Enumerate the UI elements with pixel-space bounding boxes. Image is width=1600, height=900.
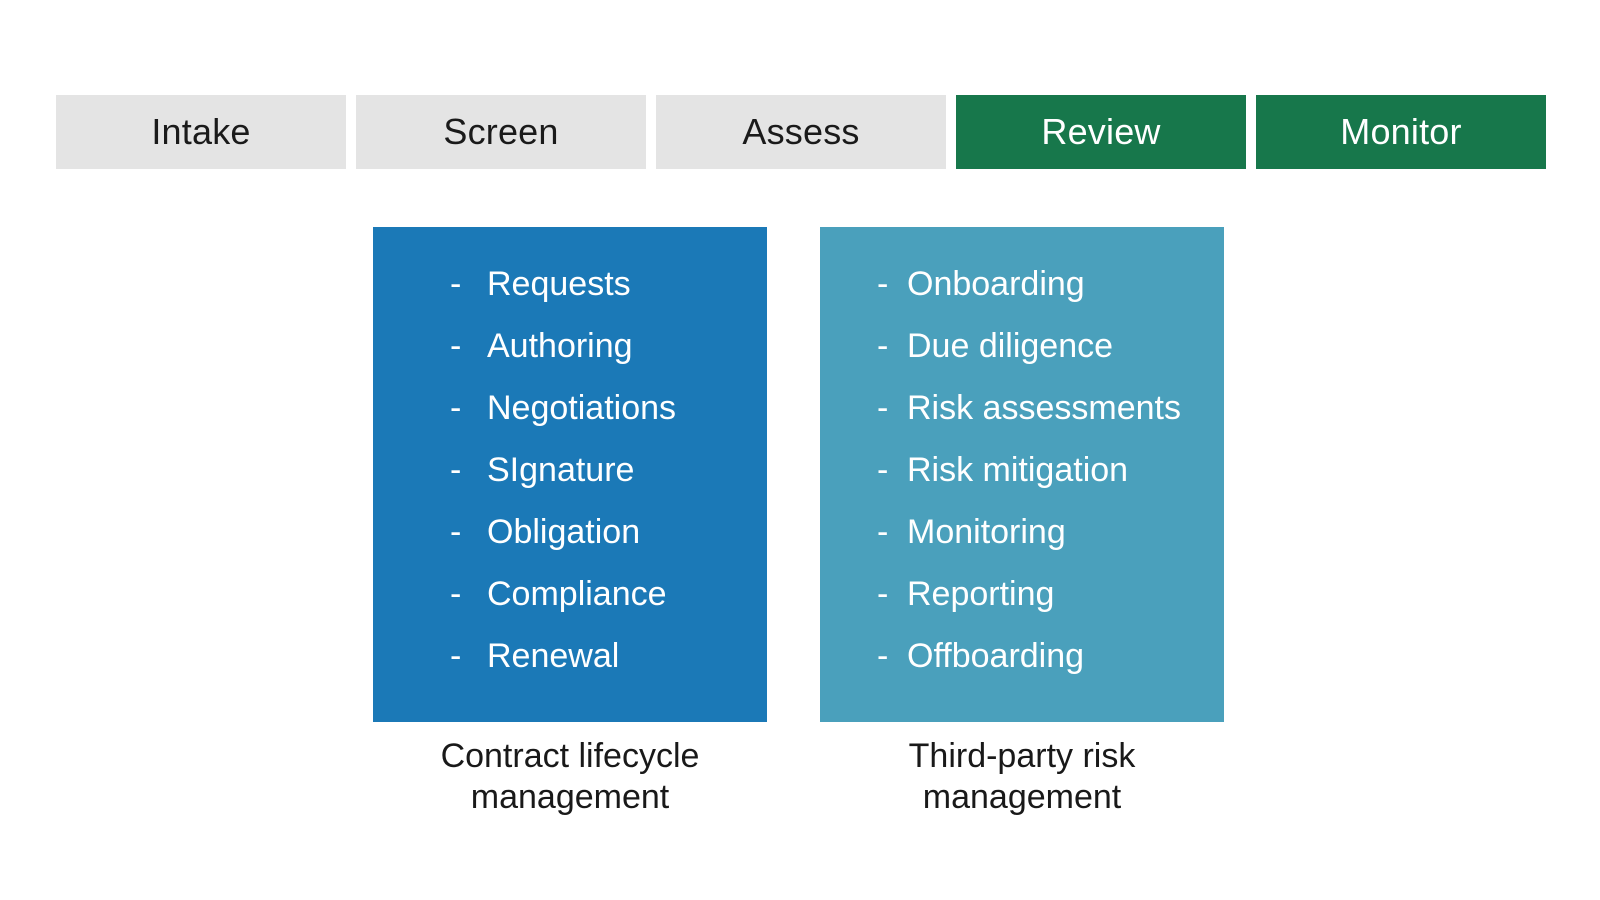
dash-bullet: - [877, 574, 889, 613]
dash-bullet: - [450, 326, 462, 365]
list-item-label: Obligation [487, 512, 641, 551]
list-item: - Reporting [877, 563, 1224, 625]
third-party-risk-caption: Third-party risk management [908, 737, 1136, 816]
list-item: - Risk assessments [877, 377, 1224, 439]
stage-row: Intake Screen Assess Review Monitor [56, 95, 1546, 169]
dash-bullet: - [877, 326, 889, 365]
list-item: - Requests [450, 253, 767, 315]
list-item-label: Onboarding [907, 264, 1085, 303]
list-item-label: Monitoring [907, 512, 1066, 551]
list-item: - Obligation [450, 501, 767, 563]
list-item-label: Risk assessments [907, 388, 1181, 427]
list-item: - Risk mitigation [877, 439, 1224, 501]
list-item-label: Reporting [907, 574, 1055, 613]
list-item: - Renewal [450, 625, 767, 687]
contract-lifecycle-list: - Requests - Authoring - Negotiations - … [373, 227, 767, 687]
dash-bullet: - [877, 512, 889, 551]
stage-button-review[interactable]: Review [956, 95, 1246, 169]
list-item: - Due diligence [877, 315, 1224, 377]
list-item-label: Negotiations [487, 388, 677, 427]
third-party-risk-panel: - Onboarding - Due diligence - Risk asse… [820, 227, 1224, 722]
dash-bullet: - [877, 450, 889, 489]
list-item-label: Risk mitigation [907, 450, 1129, 489]
dash-bullet: - [450, 574, 462, 613]
list-item: - Monitoring [877, 501, 1224, 563]
list-item-label: Requests [487, 264, 631, 303]
list-item: - Compliance [450, 563, 767, 625]
dash-bullet: - [877, 264, 889, 303]
list-item-label: Authoring [487, 326, 633, 365]
list-item: - Offboarding [877, 625, 1224, 687]
list-item-label: SIgnature [487, 450, 635, 489]
list-item: - Authoring [450, 315, 767, 377]
third-party-risk-list: - Onboarding - Due diligence - Risk asse… [820, 227, 1224, 687]
list-item-label: Compliance [487, 574, 667, 613]
dash-bullet: - [450, 264, 462, 303]
list-item-label: Offboarding [907, 636, 1085, 675]
dash-bullet: - [450, 388, 462, 427]
dash-bullet: - [450, 450, 462, 489]
dash-bullet: - [877, 388, 889, 427]
list-item: - Onboarding [877, 253, 1224, 315]
stage-button-assess[interactable]: Assess [656, 95, 946, 169]
contract-lifecycle-caption: Contract lifecycle management [440, 737, 700, 816]
contract-lifecycle-panel: - Requests - Authoring - Negotiations - … [373, 227, 767, 722]
list-item-label: Due diligence [907, 326, 1114, 365]
dash-bullet: - [877, 636, 889, 675]
dash-bullet: - [450, 636, 462, 675]
stage-button-monitor[interactable]: Monitor [1256, 95, 1546, 169]
list-item-label: Renewal [487, 636, 620, 675]
stage-button-intake[interactable]: Intake [56, 95, 346, 169]
stage-button-screen[interactable]: Screen [356, 95, 646, 169]
list-item: - Negotiations [450, 377, 767, 439]
list-item: - SIgnature [450, 439, 767, 501]
dash-bullet: - [450, 512, 462, 551]
